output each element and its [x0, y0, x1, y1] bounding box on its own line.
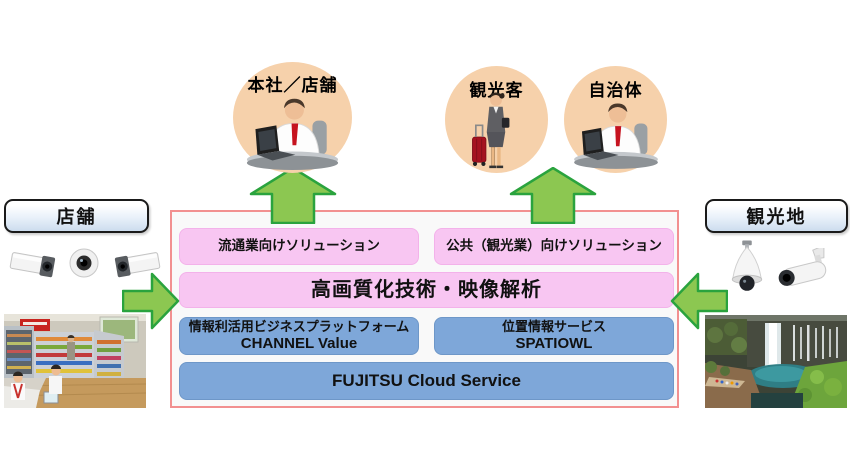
solution-label: 公共（観光業）向けソリューション	[446, 238, 662, 254]
arrow-in-from-tourist-site	[670, 272, 728, 330]
entity-tourist: 観光客	[445, 66, 548, 173]
arrow-in-from-store	[122, 272, 180, 330]
site-label-text: 観光地	[746, 207, 807, 227]
waterfall-photo	[705, 315, 847, 408]
office-worker-at-laptop-icon	[246, 98, 339, 170]
service-line1: 位置情報サービス	[501, 318, 606, 334]
box-camera-icon	[9, 252, 56, 278]
service-line2: SPATIOWL	[515, 334, 593, 352]
dome-camera-icon	[69, 248, 99, 278]
site-label-text: 店舗	[56, 207, 97, 227]
solution-label: 流通業向けソリューション	[218, 238, 380, 254]
entity-government: 自治体	[564, 66, 667, 173]
service-box-spatiowl: 位置情報サービス SPATIOWL	[434, 317, 674, 355]
entity-label: 観光客	[469, 81, 524, 100]
tourist-woman-with-suitcase-icon	[472, 92, 510, 169]
service-line1: 情報利活用ビジネスプラットフォーム	[188, 318, 410, 334]
arrow-up-to-tourist-government	[509, 167, 597, 224]
site-label-store: 店舗	[4, 199, 149, 233]
bullet-camera-icon	[778, 248, 827, 286]
solution-box-public-tourism: 公共（観光業）向けソリューション	[434, 228, 674, 265]
technology-label: 高画質化技術・映像解析	[311, 278, 542, 301]
service-box-channel-value: 情報利活用ビジネスプラットフォーム CHANNEL Value	[179, 317, 419, 355]
arrow-up-to-headquarters	[249, 167, 337, 224]
store-camera-group	[9, 244, 161, 288]
office-worker-at-laptop-icon	[574, 103, 658, 169]
tourist-site-camera-group	[724, 240, 844, 300]
store-interior-photo	[4, 314, 146, 408]
entity-label: 本社／店舗	[247, 76, 338, 95]
box-camera-icon	[114, 252, 161, 278]
entity-label: 自治体	[588, 81, 643, 100]
ptz-dome-camera-icon	[731, 240, 763, 291]
technology-box-image-video-analysis: 高画質化技術・映像解析	[179, 272, 674, 308]
platform-frame: 流通業向けソリューション 公共（観光業）向けソリューション 高画質化技術・映像解…	[170, 210, 679, 408]
site-label-tourist-site: 観光地	[705, 199, 848, 233]
cloud-label: FUJITSU Cloud Service	[332, 371, 521, 391]
service-line2: CHANNEL Value	[240, 334, 358, 352]
cloud-service-box: FUJITSU Cloud Service	[179, 362, 674, 400]
entity-headquarters-stores: 本社／店舗	[233, 62, 352, 173]
solution-box-retail: 流通業向けソリューション	[179, 228, 419, 265]
